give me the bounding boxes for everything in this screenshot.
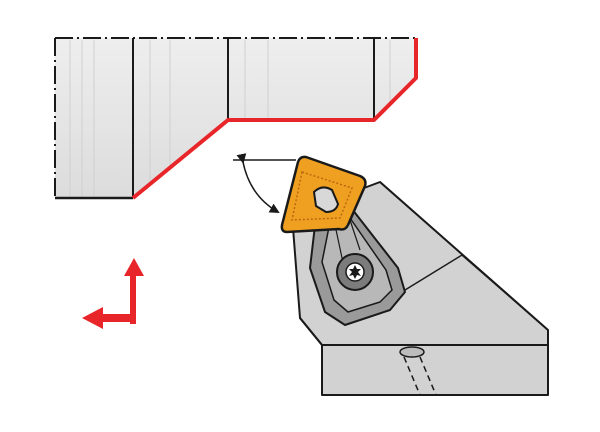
machined-profile <box>131 38 418 200</box>
tool-holder <box>291 181 549 396</box>
workpiece-shading <box>69 40 391 196</box>
holder-inner-contour <box>404 254 549 331</box>
feed-left-arrow-icon <box>82 307 130 329</box>
pocket-detail-line <box>349 219 361 251</box>
cutting-insert <box>280 155 367 234</box>
entering-angle-indicator <box>233 153 296 213</box>
feed-directions <box>82 258 144 329</box>
screw-icon <box>336 253 374 291</box>
clamp-hole <box>399 346 425 358</box>
holder-shank-edge <box>299 317 548 346</box>
coolant-channel-2 <box>419 356 437 396</box>
insert-clamp-seat <box>312 186 340 214</box>
coolant-channel-1 <box>403 356 421 396</box>
angle-arrow-icon <box>236 153 280 213</box>
feed-vertical-stem <box>130 276 136 324</box>
insert-chip-breaker <box>291 171 353 221</box>
workpiece <box>54 37 418 200</box>
